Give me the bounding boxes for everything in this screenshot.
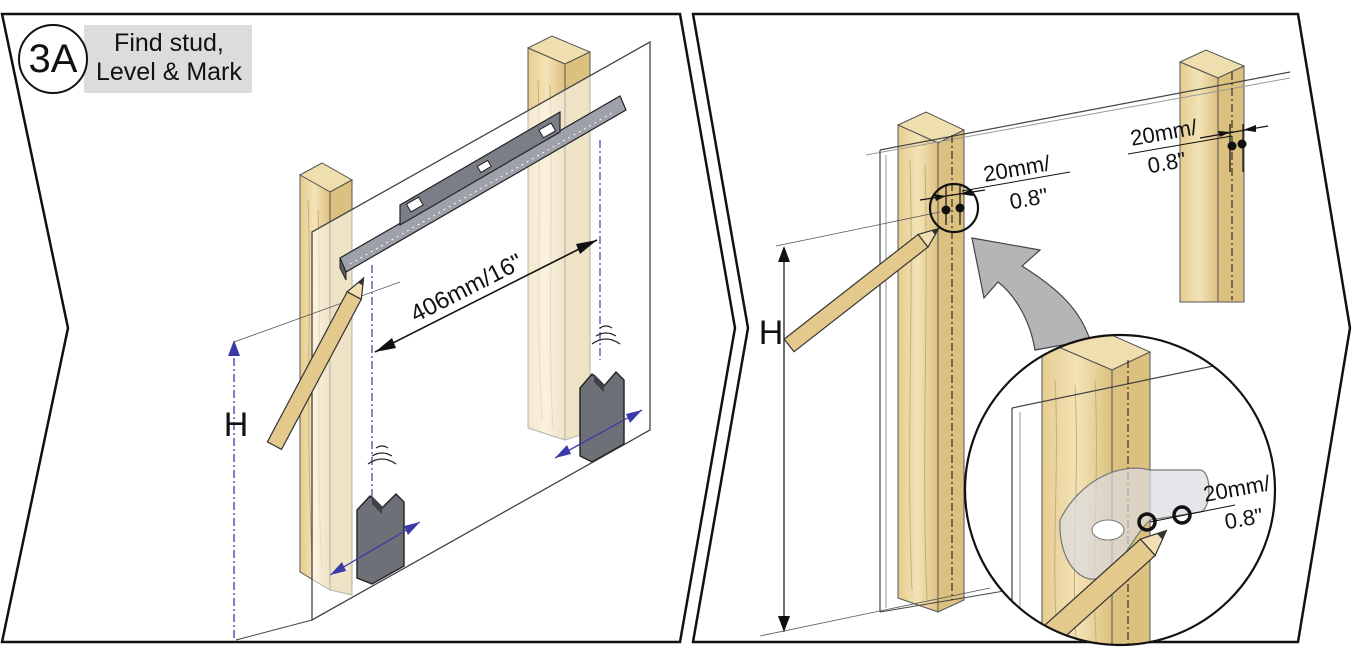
detail-zoom-circle [963, 333, 1277, 647]
pencil-left [266, 276, 365, 451]
stud-finder-right [554, 325, 643, 463]
height-dimension-right [759, 211, 991, 637]
height-label-left: H [224, 406, 249, 444]
spirit-level [339, 95, 627, 281]
right-panel: H 20mm/ 0.8" [691, 12, 1352, 647]
height-dimension-left [228, 281, 401, 640]
stud-finder-left [329, 445, 421, 585]
left-panel: 406mm/16" H [0, 12, 737, 644]
back-stud [1178, 49, 1246, 303]
step-title-line2: Level & Mark [96, 58, 242, 86]
step-number-badge: 3A [18, 24, 88, 94]
mark-points-front [919, 171, 1071, 234]
mark-points-back [1127, 124, 1269, 172]
step-title: Find stud, Level & Mark [84, 25, 252, 93]
front-stud [896, 111, 966, 613]
step-title-line1: Find stud, [114, 29, 224, 57]
drywall-sheet [311, 40, 651, 622]
step-heading: 3A Find stud, Level & Mark [18, 22, 252, 96]
height-label-right: H [759, 314, 784, 352]
drywall-sheet-right [879, 71, 1291, 151]
stud-spacing-dimension [374, 239, 598, 353]
pencil-right [783, 227, 941, 353]
